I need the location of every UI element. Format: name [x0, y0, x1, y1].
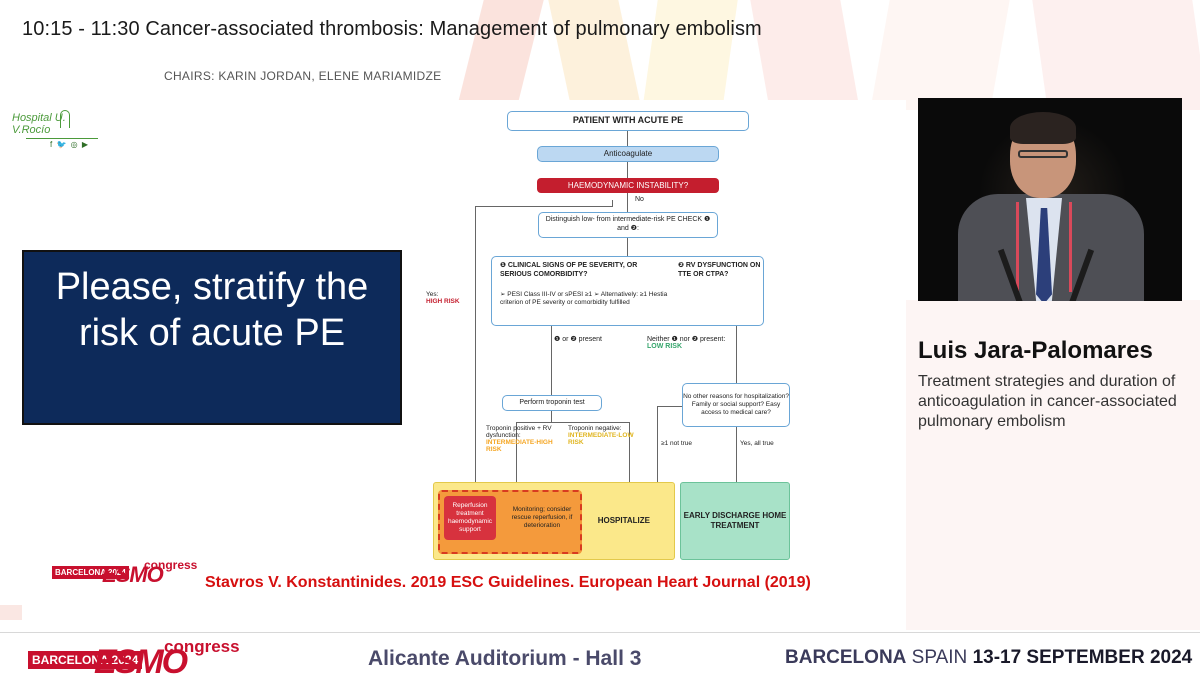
esmo-logo-small: BARCELONA 2024 ESMO congress [52, 558, 197, 588]
flow-wire [516, 422, 629, 423]
all-true-label: Yes, all true [740, 440, 774, 447]
low-risk-label: LOW RISK [647, 343, 682, 350]
slide-citation: Stavros V. Konstantinides. 2019 ESC Guid… [205, 574, 811, 591]
country-name: SPAIN [911, 647, 968, 668]
pe-flowchart: PATIENT WITH ACUTE PE Anticoagulate HAEM… [420, 100, 820, 570]
trop-pos-label: Troponin positive + RV dysfunction: [486, 425, 552, 439]
flow-wire [657, 406, 682, 407]
trop-neg-label: Troponin negative: [568, 425, 622, 432]
bg-stripe [456, 0, 544, 110]
talk-title: Treatment strategies and duration of ant… [918, 373, 1177, 430]
event-dates: 13-17 SEPTEMBER 2024 [972, 647, 1193, 668]
flow-wire [627, 162, 628, 178]
high-risk-label: HIGH RISK [426, 298, 460, 305]
flow-no-other-reasons: No other reasons for hospitalization? Fa… [682, 383, 790, 427]
hospital-logo: Hospital U. V.Rocío f 🐦 ◎ ▶ [10, 110, 100, 150]
speaker-video [918, 98, 1182, 301]
yes-label: Yes: [426, 291, 439, 298]
city-name: BARCELONA [785, 647, 907, 668]
check-1: ❶ CLINICAL SIGNS OF PE SEVERITY, OR SERI… [500, 262, 638, 278]
esmo-city-year: BARCELONA 2024 [28, 651, 143, 669]
speaker-tie [1036, 208, 1052, 301]
flow-troponin: Perform troponin test [502, 395, 602, 411]
bg-stripe [548, 0, 642, 110]
either-present: ❶ or ❷ present [554, 336, 602, 343]
esmo-word: ESMO [94, 643, 188, 681]
flow-wire [516, 422, 517, 482]
hospital-logo-text: Hospital U. V.Rocío [12, 112, 66, 136]
venue-label: Alicante Auditorium - Hall 3 [368, 647, 642, 670]
neither-label: Neither ❶ nor ❷ present: [647, 336, 726, 343]
session-chairs: CHAIRS: KARIN JORDAN, ELENE MARIAMIDZE [164, 69, 442, 83]
flow-haemodynamic: HAEMODYNAMIC INSTABILITY? [537, 178, 719, 193]
flow-no-label: No [635, 196, 644, 203]
flow-wire [736, 326, 737, 383]
footer-bar: BARCELONA 2024 ESMO congress Alicante Au… [0, 632, 1200, 683]
flow-wire [627, 193, 628, 212]
flow-wire [627, 238, 628, 256]
flow-wire [475, 206, 613, 207]
bg-stripe [870, 0, 1010, 110]
flow-wire [612, 200, 613, 206]
bg-stripe [750, 0, 860, 110]
bg-stripe [642, 0, 738, 110]
flow-anticoagulate: Anticoagulate [537, 146, 719, 162]
flow-wire [657, 406, 658, 482]
flow-wire [736, 427, 737, 482]
not-true-label: ≥1 not true [661, 440, 693, 447]
event-location-date: BARCELONA SPAIN 13-17 SEPTEMBER 2024 [785, 647, 1192, 669]
bg-stripe [1032, 0, 1200, 110]
check-2: ❷ RV DYSFUNCTION ON TTE OR CTPA? [678, 262, 761, 278]
flow-wire [629, 422, 630, 482]
bg-stripe [906, 300, 1200, 630]
flow-wire [551, 326, 552, 395]
esmo-word: ESMO [102, 562, 164, 587]
question-box: Please, stratify the risk of acute PE [22, 250, 402, 425]
check-1-detail: ➢ PESI Class III-IV or sPESI ≥1 ➢ Altern… [500, 291, 668, 307]
esmo-congress: congress [144, 558, 198, 572]
tower-icon [60, 110, 70, 128]
flow-distinguish: Distinguish low- from intermediate-risk … [538, 212, 718, 238]
logo-divider [26, 138, 98, 139]
flow-wire [475, 206, 476, 496]
flow-reperfusion: Reperfusion treatment haemodynamic suppo… [444, 496, 496, 540]
presentation-slide: Hospital U. V.Rocío f 🐦 ◎ ▶ Please, stra… [0, 100, 906, 605]
neither-present: Neither ❶ nor ❷ present: LOW RISK [647, 335, 747, 350]
int-high-label: INTERMEDIATE-HIGH RISK [486, 439, 553, 453]
esmo-city-year: BARCELONA 2024 [52, 566, 129, 579]
troponin-negative: Troponin negative: INTERMEDIATE-LOW RISK [568, 425, 648, 446]
speaker-lanyard [1016, 202, 1072, 292]
flow-monitoring: Monitoring; consider rescue reperfusion,… [511, 505, 573, 530]
flow-checks: ❶ CLINICAL SIGNS OF PE SEVERITY, OR SERI… [491, 256, 764, 326]
speaker-name: Luis Jara-Palomares [918, 337, 1153, 364]
esmo-congress: congress [164, 637, 240, 656]
yes-high-risk: Yes: HIGH RISK [426, 291, 460, 305]
int-low-label: INTERMEDIATE-LOW RISK [568, 432, 634, 446]
flow-wire [627, 131, 628, 146]
speaker-glasses [1018, 150, 1068, 158]
esmo-logo: BARCELONA 2024 ESMO congress [28, 637, 240, 681]
flow-early-discharge: EARLY DISCHARGE HOME TREATMENT [680, 482, 790, 560]
session-title: 10:15 - 11:30 Cancer-associated thrombos… [22, 18, 762, 40]
troponin-positive: Troponin positive + RV dysfunction: INTE… [486, 425, 566, 453]
speaker-hair [1010, 112, 1076, 144]
social-icons: f 🐦 ◎ ▶ [50, 140, 89, 149]
flow-patient: PATIENT WITH ACUTE PE [507, 111, 749, 131]
flow-wire [551, 411, 552, 423]
